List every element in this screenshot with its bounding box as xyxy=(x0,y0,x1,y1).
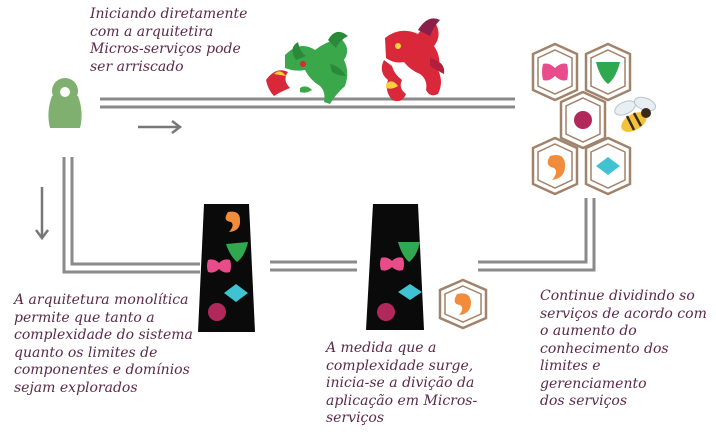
dragon-green-icon xyxy=(266,31,348,104)
monolith-block-2 xyxy=(366,204,424,330)
green-triangle-shape xyxy=(596,62,620,84)
track-left-vertical xyxy=(62,157,200,274)
orange-comma-shape xyxy=(454,293,471,315)
arrow-down-icon xyxy=(35,187,49,241)
cyan-diamond-shape xyxy=(596,157,620,175)
pink-bowtie-shape xyxy=(542,63,568,81)
caption-middle: A medida que a complexidade surge, inici… xyxy=(326,340,478,426)
track-middle xyxy=(270,260,357,272)
hexagon-single xyxy=(438,278,488,330)
caption-right: Continue dividindo so serviços de acordo… xyxy=(540,288,707,409)
monolith-block-1 xyxy=(198,204,255,332)
green-triangle-shape xyxy=(398,242,420,262)
cyan-diamond-shape xyxy=(224,284,248,302)
caption-left: A arquitetura monolítica permite que tan… xyxy=(14,292,193,396)
hexagon-cluster-inner xyxy=(537,49,626,189)
bee-icon xyxy=(614,96,657,132)
orange-comma-shape xyxy=(547,155,566,180)
pink-bowtie-shape xyxy=(207,259,231,273)
arrow-right-icon xyxy=(138,120,183,134)
maroon-circle-shape xyxy=(377,303,395,321)
cyan-diamond-shape xyxy=(398,284,422,300)
maroon-circle-shape xyxy=(208,303,226,321)
track-right xyxy=(478,198,596,272)
track-top xyxy=(100,97,515,109)
green-triangle-shape xyxy=(226,242,248,262)
person-icon xyxy=(48,78,82,128)
caption-top: Iniciando diretamente com a arquitetira … xyxy=(90,6,248,75)
maroon-circle-shape xyxy=(574,111,592,129)
orange-comma-shape xyxy=(225,211,241,232)
pink-bowtie-shape xyxy=(380,257,404,271)
dragon-red-icon xyxy=(381,18,445,102)
